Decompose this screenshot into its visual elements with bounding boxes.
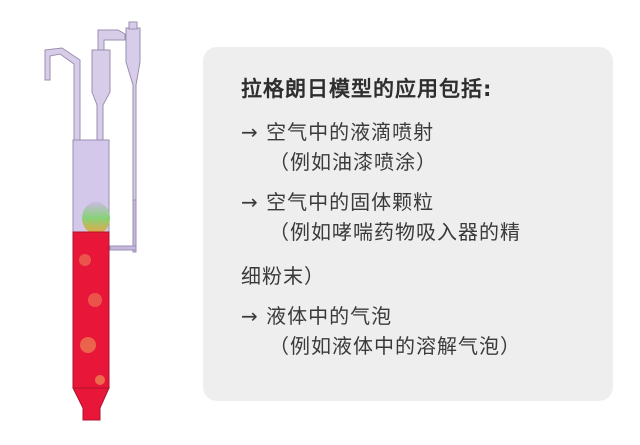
- list-item-solid-particles: → 空气中的固体颗粒 （例如哮喘药物吸入器的精 细粉末）: [241, 187, 613, 291]
- arrow-icon: →: [241, 120, 259, 144]
- item-example: （例如哮喘药物吸入器的精: [269, 220, 521, 244]
- item-example: （例如油漆喷涂）: [269, 150, 437, 174]
- item-example: （例如液体中的溶解气泡）: [269, 334, 521, 358]
- list-item-droplets: → 空气中的液滴喷射 （例如油漆喷涂）: [241, 117, 613, 177]
- cfd-reactor-illustration: [44, 21, 141, 421]
- arrow-icon: →: [241, 304, 259, 328]
- list-item-bubbles: → 液体中的气泡 （例如液体中的溶解气泡）: [241, 301, 613, 361]
- arrow-icon: →: [241, 190, 259, 214]
- item-example-continuation: 细粉末）: [241, 264, 325, 288]
- item-text: 空气中的液滴喷射: [266, 120, 435, 144]
- item-text: 液体中的气泡: [266, 304, 393, 328]
- card-title: 拉格朗日模型的应用包括:: [241, 77, 493, 101]
- info-card: 拉格朗日模型的应用包括: → 空气中的液滴喷射 （例如油漆喷涂） → 空气中的固…: [203, 47, 613, 401]
- item-text: 空气中的固体颗粒: [266, 190, 435, 214]
- reactor-simulation-image: [40, 0, 170, 441]
